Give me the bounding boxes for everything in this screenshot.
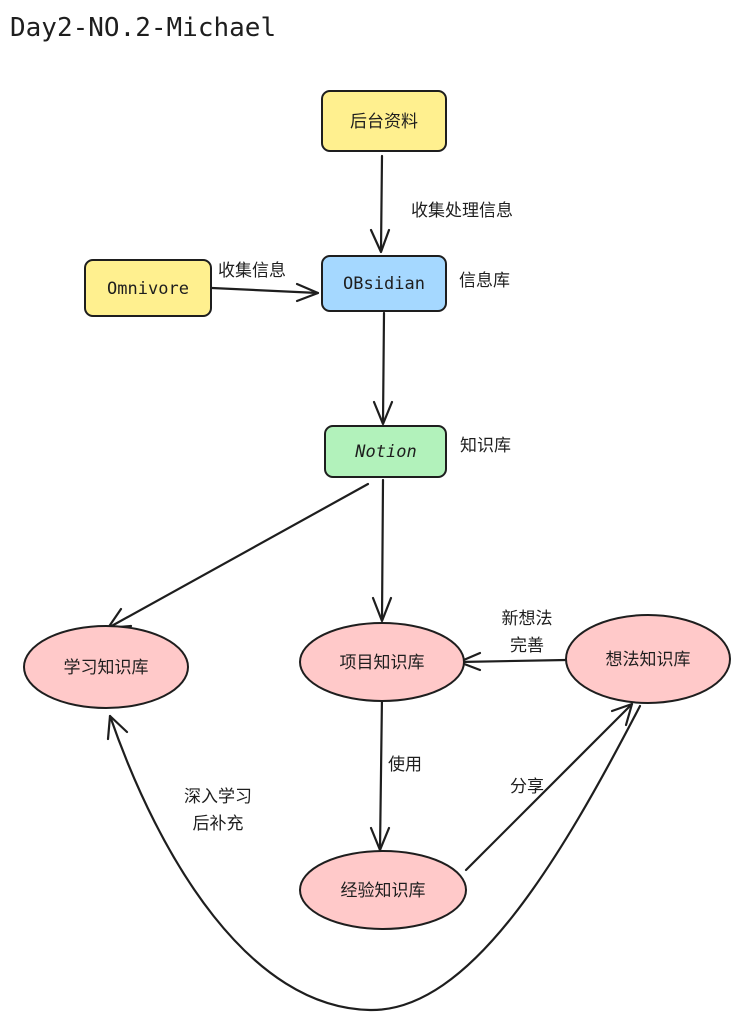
edge-obsidian-notion <box>372 311 394 426</box>
node-obsidian[interactable]: OBsidian <box>321 255 447 312</box>
edge-xiangfa-xuexi <box>106 704 642 1012</box>
label-use: 使用 <box>388 754 422 775</box>
node-omnivore[interactable]: Omnivore <box>84 259 212 317</box>
edge-houtai-obsidian <box>369 154 391 254</box>
node-xiangfa[interactable]: 想法知识库 <box>565 614 731 704</box>
node-xuexi[interactable]: 学习知识库 <box>23 625 189 709</box>
node-jingyan[interactable]: 经验知识库 <box>299 850 467 930</box>
node-houtai-label: 后台资料 <box>350 112 418 132</box>
edge-notion-xuexi <box>106 482 370 630</box>
node-xiangmu-label: 项目知识库 <box>340 653 425 673</box>
node-houtai[interactable]: 后台资料 <box>321 90 447 152</box>
label-deep-line1: 深入学习 <box>184 787 252 807</box>
label-new-idea-line2: 完善 <box>510 636 544 656</box>
edge-xiangmu-jingyan <box>369 694 391 852</box>
node-xiangfa-label: 想法知识库 <box>606 650 691 670</box>
edge-omnivore-obsidian <box>210 282 320 303</box>
node-omnivore-label: Omnivore <box>107 279 189 299</box>
label-collect-process: 收集处理信息 <box>411 201 513 221</box>
label-obsidian-note: 信息库 <box>459 271 510 291</box>
label-new-idea-line1: 新想法 <box>502 609 553 629</box>
node-jingyan-label: 经验知识库 <box>341 881 426 901</box>
node-obsidian-label: OBsidian <box>343 274 425 294</box>
edge-jingyan-xiangfa <box>464 702 634 872</box>
label-collect-info: 收集信息 <box>218 261 286 281</box>
node-notion-label: Notion <box>354 442 416 462</box>
label-deep-line2: 后补充 <box>193 814 244 834</box>
node-notion[interactable]: Notion <box>324 425 447 478</box>
edge-notion-xiangmu <box>371 478 393 623</box>
node-xiangmu[interactable]: 项目知识库 <box>299 622 465 702</box>
label-notion-note: 知识库 <box>460 436 511 456</box>
label-share: 分享 <box>510 777 544 797</box>
node-xuexi-label: 学习知识库 <box>64 658 149 678</box>
diagram-title: Day2-NO.2-Michael <box>10 13 276 43</box>
